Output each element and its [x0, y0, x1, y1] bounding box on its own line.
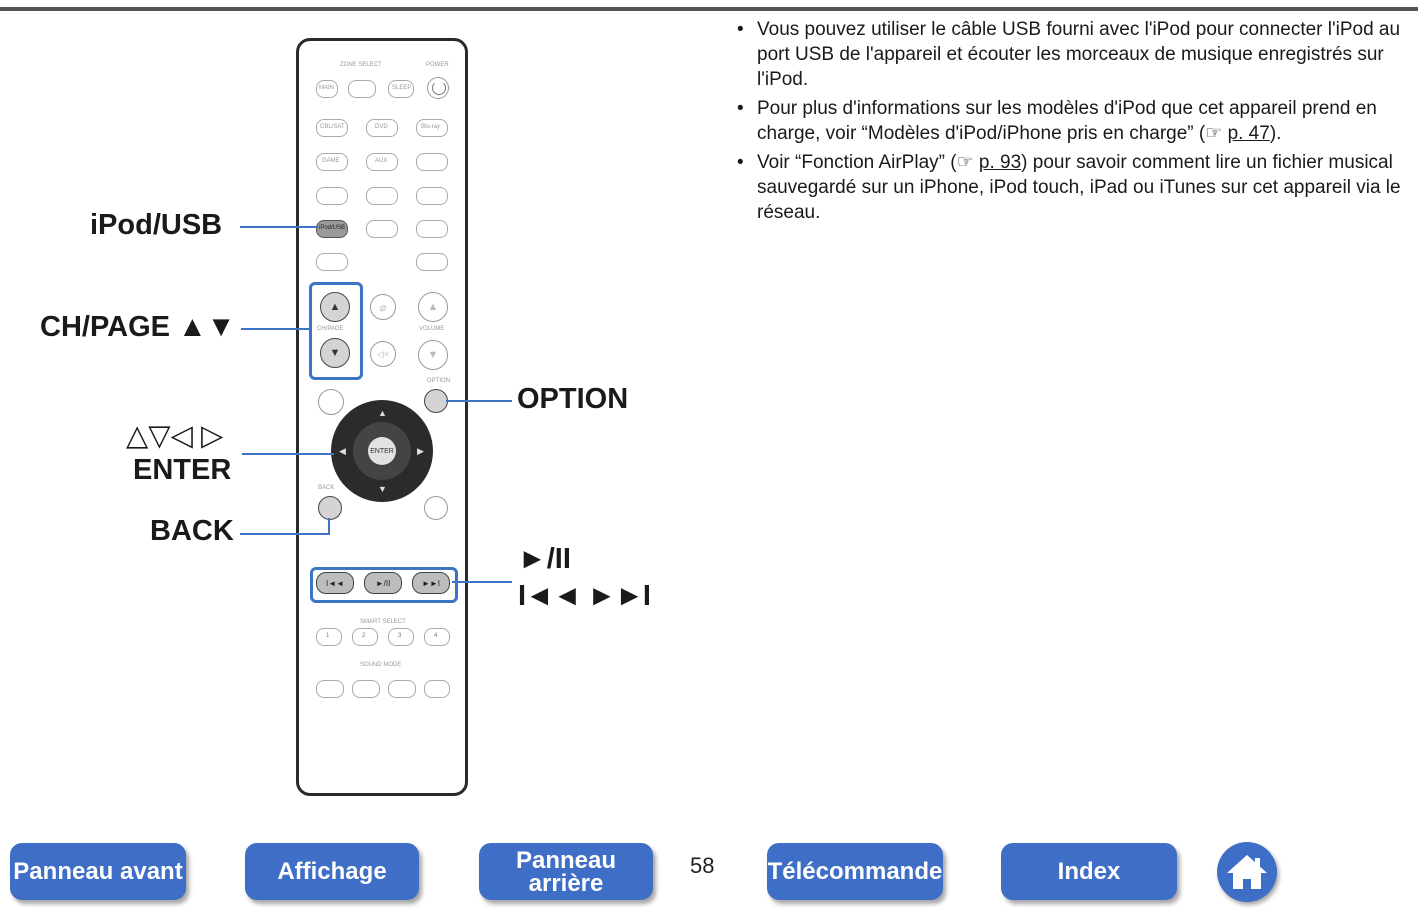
display-button[interactable]: Affichage [245, 843, 419, 900]
callout-line [446, 400, 512, 402]
back-button [318, 496, 342, 520]
source-button: DVD [366, 119, 398, 137]
callout-arrows: △▽◁ ▷ [126, 420, 224, 452]
ch-page-down-button: ▼ [320, 338, 350, 368]
down-arrow-icon: ▼ [378, 484, 387, 494]
note-item: Vous pouvez utiliser le câble USB fourni… [737, 17, 1405, 92]
smart-select-button: 1 [316, 628, 342, 646]
top-rule [0, 7, 1418, 11]
index-button[interactable]: Index [1001, 843, 1177, 900]
source-button [416, 153, 448, 171]
source-button [366, 220, 398, 238]
rear-panel-label-1: Panneau [515, 846, 617, 874]
source-button [316, 253, 348, 271]
callout-ipod-usb: iPod/USB [90, 209, 223, 241]
info-button [318, 389, 344, 415]
callout-line [240, 533, 330, 535]
sound-mode-button [352, 680, 380, 698]
sound-mode-button [424, 680, 450, 698]
ch-page-highlight [309, 282, 363, 380]
notes-list: Vous pouvez utiliser le câble USB fourni… [737, 17, 1405, 229]
ch-page-label: CH/PAGE [317, 326, 344, 332]
ch-page-up-button: ▲ [320, 292, 350, 322]
option-button [424, 389, 448, 413]
eco-button: ⌀ [370, 294, 396, 320]
note-item: Pour plus d'informations sur les modèles… [737, 96, 1405, 146]
sound-mode-label: SOUND MODE [360, 662, 402, 668]
callout-option: OPTION [517, 383, 629, 415]
back-label: BACK [318, 485, 335, 491]
callout-line [328, 518, 330, 535]
sound-mode-button [388, 680, 416, 698]
smart-select-label: SMART SELECT [360, 619, 406, 625]
smart-select-button: 3 [388, 628, 414, 646]
source-button: Blu-ray [416, 119, 448, 137]
source-button [416, 220, 448, 238]
smart-select-button: 2 [352, 628, 378, 646]
zone2-button [348, 80, 376, 98]
callout-line [452, 581, 512, 583]
volume-down-button: ▼ [418, 340, 448, 370]
page-reference-link[interactable]: p. 93 [978, 152, 1022, 173]
source-button [316, 187, 348, 205]
callout-skip: I◄◄ ►►I [518, 580, 651, 612]
front-panel-button[interactable]: Panneau avant [10, 843, 186, 900]
sound-mode-button [316, 680, 344, 698]
source-button [416, 253, 448, 271]
source-button: CBL/SAT [316, 119, 348, 137]
main-button: MAIN [316, 80, 338, 98]
callout-back: BACK [150, 515, 234, 547]
mute-button: ◁× [370, 341, 396, 367]
up-arrow-icon: ▲ [378, 408, 387, 418]
power-label: POWER [426, 62, 449, 68]
callout-enter: ENTER [133, 454, 232, 486]
source-button [366, 187, 398, 205]
zone-select-label: ZONE SELECT [340, 62, 382, 68]
power-icon [432, 81, 446, 95]
cursor-pad: ENTER ▲ ▼ ◀ ▶ [331, 400, 433, 502]
right-arrow-icon: ▶ [417, 446, 424, 456]
source-button [416, 187, 448, 205]
volume-label: VOLUME [419, 326, 445, 332]
volume-up-button: ▲ [418, 292, 448, 322]
enter-button: ENTER [368, 437, 396, 465]
rear-panel-button[interactable]: Panneau arrière [479, 843, 653, 900]
rear-panel-label-2: arrière [528, 869, 604, 897]
setup-button [424, 496, 448, 520]
power-button [427, 77, 449, 99]
note-item: Voir “Fonction AirPlay” (☞ p. 93) pour s… [737, 150, 1405, 225]
previous-button: I◄◄ [316, 572, 354, 594]
play-pause-button: ►/II [364, 572, 402, 594]
page-reference-link[interactable]: p. 47 [1227, 123, 1270, 144]
ipod-usb-button: iPod/USB [316, 220, 348, 238]
transport-highlight [310, 567, 458, 603]
callout-ch-page: CH/PAGE ▲▼ [40, 311, 236, 343]
callout-line [242, 453, 334, 455]
next-button: ►►I [412, 572, 450, 594]
callout-play-pause: ►/II [518, 543, 571, 575]
smart-select-button: 4 [424, 628, 450, 646]
cursor-pad-inner: ENTER [353, 422, 411, 480]
source-button: GAME [316, 153, 348, 171]
callout-line [240, 226, 318, 228]
left-arrow-icon: ◀ [339, 446, 346, 456]
callout-line [241, 328, 311, 330]
sleep-button: SLEEP [388, 80, 414, 98]
source-button: AUX [366, 153, 398, 171]
option-label: OPTION [427, 378, 451, 384]
home-icon [1227, 855, 1267, 889]
page-number: 58 [690, 853, 715, 878]
remote-control-button[interactable]: Télécommande [767, 843, 943, 900]
home-button[interactable] [1217, 842, 1277, 902]
